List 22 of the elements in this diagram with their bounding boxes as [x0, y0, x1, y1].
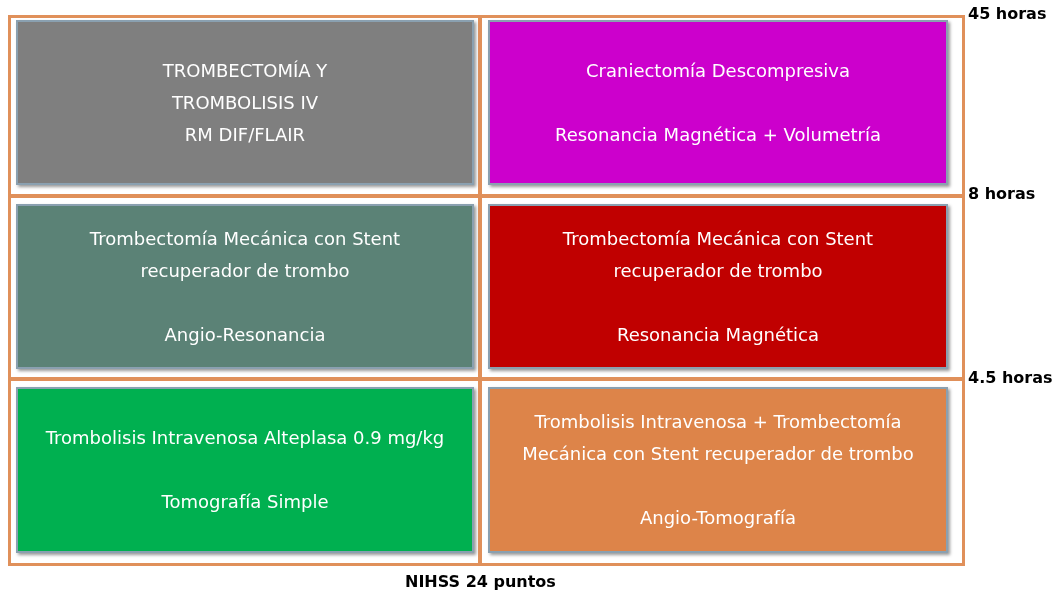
treatment-box [16, 204, 474, 369]
time-label: 4.5 horas [968, 368, 1053, 387]
treatment-text: Trombolisis Intravenosa + Trombectomía Mecánica con Stent recuperador de trombo [521, 410, 915, 466]
time-label: 8 horas [968, 184, 1036, 203]
axis-label: NIHSS 24 puntos [405, 572, 556, 591]
imaging-text: Resonancia Magnética + Volumetría [554, 122, 882, 147]
imaging-text: Resonancia Magnética [616, 322, 820, 347]
treatment-text: Trombectomía Mecánica con Stent recuperador de trombo [88, 226, 402, 283]
treatment-box [488, 204, 948, 369]
treatment-text: Trombolisis Intravenosa Alteplasa 0.9 mg/kg [45, 426, 445, 450]
time-label: 45 horas [968, 4, 1047, 23]
treatment-box [16, 20, 474, 185]
treatment-box [16, 387, 474, 553]
treatment-box [488, 20, 948, 185]
imaging-text: Tomografía Simple [161, 490, 329, 514]
imaging-text: RM DIF/FLAIR [184, 122, 306, 147]
imaging-text: Angio-Tomografía [639, 506, 797, 530]
treatment-text: Craniectomía Descompresiva [585, 58, 851, 83]
treatment-box [488, 387, 948, 553]
treatment-text: Trombectomía Mecánica con Stent recuperador de trombo [561, 226, 875, 283]
imaging-text: Angio-Resonancia [164, 322, 326, 347]
treatment-text: TROMBECTOMÍA Y TROMBOLISIS IV [161, 58, 329, 115]
